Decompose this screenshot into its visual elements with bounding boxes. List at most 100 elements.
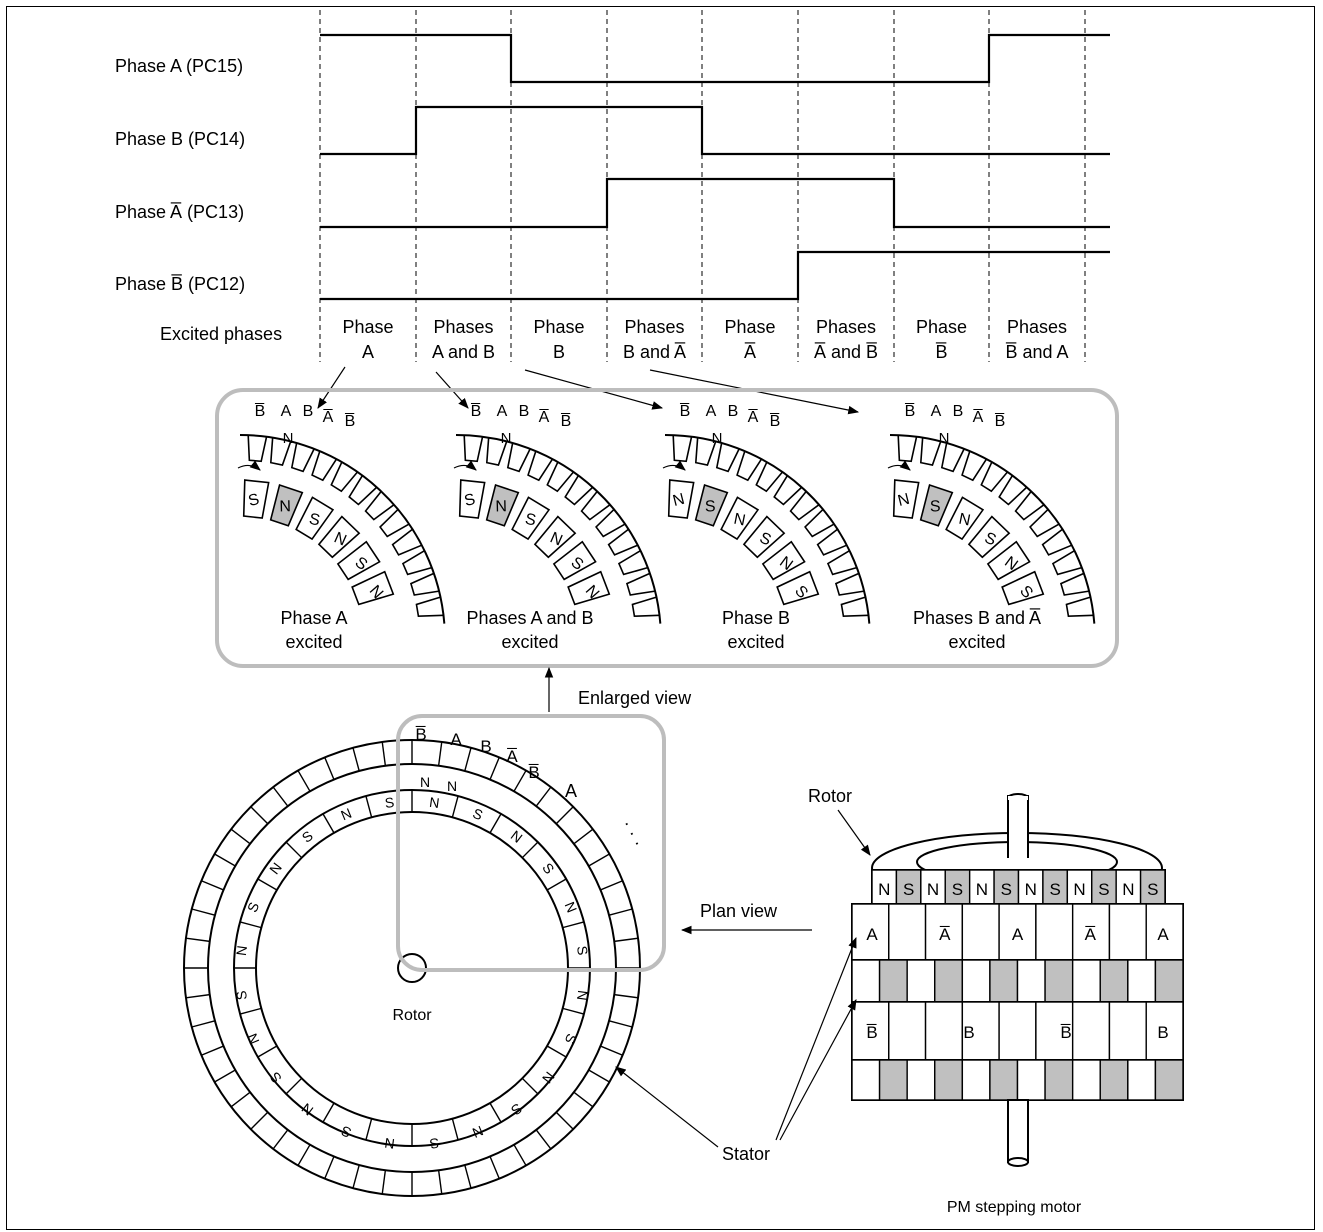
step-8-line-1: Phases: [1007, 317, 1067, 337]
arrow-rotor: [838, 810, 870, 855]
stator-slot: [536, 787, 551, 806]
motor-cell: [962, 960, 990, 1004]
motor-rotor-pole: S: [903, 880, 914, 899]
rotor-pole-divider: [323, 814, 334, 833]
rotor-pole-letter: S: [299, 827, 316, 845]
stator-slot: [231, 829, 250, 844]
enlarged-pole-label: B̅: [345, 412, 356, 430]
motor-cell: [935, 960, 963, 1004]
rotor-pole-divider: [258, 1046, 277, 1057]
stator-tooth: [1030, 509, 1059, 536]
enlarged-pole-label: B̅: [471, 402, 482, 420]
rotation-arrow: [238, 465, 260, 470]
stator-tooth: [1016, 491, 1044, 519]
motor-stator-phase: B: [1157, 1023, 1168, 1042]
motor-rotor-pole: N: [1073, 880, 1085, 899]
rotor-pole-text: N: [495, 498, 507, 515]
stator-tooth: [582, 491, 610, 519]
motor-rotor-pole: N: [1122, 880, 1134, 899]
shaft-top-cover: [1008, 796, 1028, 860]
step-6-line-1: Phases: [816, 317, 876, 337]
plan-rotor-label: Rotor: [392, 1007, 432, 1024]
stator-slot: [574, 829, 593, 844]
stator-tooth: [841, 597, 868, 616]
stator-slot: [382, 742, 385, 766]
stator-tooth: [248, 435, 266, 461]
stator-slot: [589, 854, 610, 866]
motor-cell: [1155, 1060, 1183, 1100]
rotor-pole-divider: [452, 1119, 458, 1140]
plan-top-n: N: [447, 778, 457, 794]
enlarged-pole-label: A̅: [323, 408, 334, 426]
motor-stator-phase: B̅: [1060, 1023, 1071, 1042]
step-3-line-1: Phase: [533, 317, 584, 337]
motor-cell: [990, 960, 1018, 1004]
motor-caption: PM stepping motor: [947, 1199, 1082, 1216]
plan-ellipsis: · · ·: [617, 816, 648, 850]
stator-tooth: [737, 451, 761, 480]
stator-slot: [186, 995, 210, 998]
stator-tooth: [547, 462, 573, 491]
panel-1: SNSNSNB̅ABA̅B̅N: [238, 402, 444, 623]
arrow-stator-plan: [616, 1067, 718, 1147]
motor-cell: [889, 904, 926, 962]
pm-stepping-motor: NSNSNSNSNSNSAA̅AA̅AB̅BB̅B: [852, 794, 1183, 1166]
stator-slot: [273, 1130, 288, 1149]
motor-cell: [1036, 904, 1073, 962]
stator-slot: [465, 1165, 471, 1188]
enlarged-pole-label: A̅: [748, 408, 759, 426]
rotor-pole-divider: [366, 1119, 372, 1140]
enlarged-pole-label: A̅: [539, 408, 550, 426]
enlarged-pole-label: B̅: [255, 402, 266, 420]
plan-top-n: N: [420, 774, 430, 790]
panel-1-caption-2: excited: [285, 632, 342, 652]
stator-n-label: N: [501, 430, 512, 447]
rotor-pole-letter: N: [539, 1069, 558, 1087]
stator-n-label: N: [283, 430, 294, 447]
stator-tooth: [565, 476, 592, 505]
stator-tooth: [818, 529, 847, 555]
motor-cell: [1018, 960, 1046, 1004]
stator-slot: [609, 1021, 632, 1027]
motor-cell: [889, 1002, 926, 1062]
stator-tooth: [393, 529, 422, 555]
motor-cell: [1100, 1060, 1128, 1100]
panel-4-caption-1: Phases B and A̅: [913, 608, 1041, 628]
rotor-pole-divider: [563, 1008, 584, 1014]
step-5-line-1: Phase: [724, 317, 775, 337]
motor-cell: [852, 1060, 880, 1100]
stator-tooth: [403, 551, 432, 575]
motor-cell: [880, 960, 908, 1004]
rotor-pole-letter: S: [429, 1135, 440, 1152]
rotor-pole-divider: [258, 879, 277, 890]
rotor-pole-divider: [240, 922, 261, 928]
rotor-pole-letter: S: [539, 860, 557, 877]
signal-label-phase-a-bar: Phase A̅ (PC13): [115, 202, 244, 222]
step-2-line-1: Phases: [433, 317, 493, 337]
rotor-pole-letter: N: [562, 899, 581, 914]
stator-slot: [325, 757, 334, 779]
rotation-arrow: [888, 465, 910, 470]
motor-rotor-pole: S: [1001, 880, 1012, 899]
zoom-region-box: [398, 716, 664, 970]
motor-cell: [907, 1060, 935, 1100]
motor-cell: [1073, 1060, 1101, 1100]
waveform-4: [320, 252, 1110, 299]
motor-cell: [1155, 960, 1183, 1004]
rotor-pole-text: N: [279, 498, 291, 515]
stator-slot: [298, 1145, 310, 1166]
enlarged-pole-label: A̅: [973, 408, 984, 426]
rotor-pole-divider: [366, 796, 372, 817]
stator-tooth: [331, 462, 357, 491]
motor-stator-phase: B: [963, 1023, 974, 1042]
enlarged-pole-label: B̅: [905, 402, 916, 420]
rotor-pole-letter: N: [470, 1123, 485, 1142]
rotor-pole-divider: [323, 1103, 334, 1122]
rotor-pole-divider: [490, 1103, 501, 1122]
enlarged-view-label: Enlarged view: [578, 688, 692, 708]
stator-slot: [465, 748, 471, 771]
plan-top-label: B: [480, 737, 491, 756]
step-7-line-2: B̅: [935, 342, 947, 362]
